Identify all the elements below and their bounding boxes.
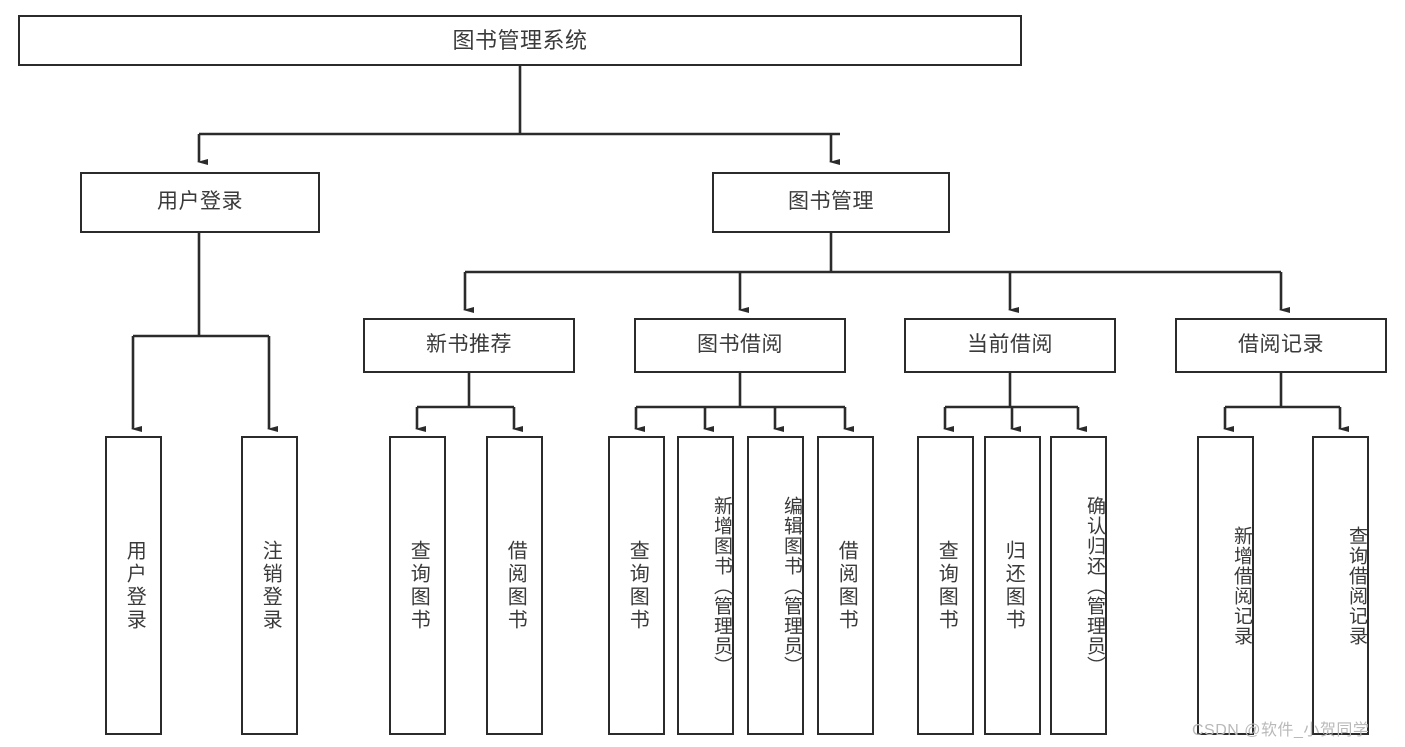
node-label: 查询借阅记录 <box>1346 525 1367 646</box>
node-label: 查询图书 <box>626 539 649 632</box>
leaf-borrow-books-recommendation[interactable]: 借阅图书 <box>486 436 543 735</box>
leaf-return-books[interactable]: 归还图书 <box>984 436 1041 735</box>
leaf-add-book-admin[interactable]: 新增图书（管理员） <box>677 436 734 735</box>
node-root-library-management-system[interactable]: 图书管理系统 <box>18 15 1022 66</box>
leaf-confirm-return-admin[interactable]: 确认归还（管理员） <box>1050 436 1107 735</box>
node-label: 图书管理 <box>788 190 874 214</box>
node-book-borrowing[interactable]: 图书借阅 <box>634 318 846 373</box>
node-label: 用户登录 <box>123 539 146 632</box>
node-label: 借阅记录 <box>1238 333 1324 357</box>
leaf-borrow-books-borrowing[interactable]: 借阅图书 <box>817 436 874 735</box>
node-label: 新书推荐 <box>426 333 512 357</box>
node-label: 新增借阅记录 <box>1231 525 1252 646</box>
watermark-credit: CSDN @软件_小贺同学 <box>1192 722 1370 739</box>
node-label: 编辑图书（管理员） <box>781 495 802 676</box>
node-new-book-recommendation[interactable]: 新书推荐 <box>363 318 575 373</box>
node-label: 注销登录 <box>259 539 282 632</box>
node-label: 归还图书 <box>1002 539 1025 632</box>
leaf-edit-book-admin[interactable]: 编辑图书（管理员） <box>747 436 804 735</box>
node-label: 图书借阅 <box>697 333 783 357</box>
node-label: 当前借阅 <box>967 333 1053 357</box>
node-label: 新增图书（管理员） <box>711 495 732 676</box>
node-book-management[interactable]: 图书管理 <box>712 172 950 233</box>
node-label: 查询图书 <box>935 539 958 632</box>
node-label: 查询图书 <box>407 539 430 632</box>
leaf-logout[interactable]: 注销登录 <box>241 436 298 735</box>
leaf-add-borrow-record[interactable]: 新增借阅记录 <box>1197 436 1254 735</box>
node-label: 确认归还（管理员） <box>1084 495 1105 676</box>
leaf-query-books-recommendation[interactable]: 查询图书 <box>389 436 446 735</box>
node-label: 用户登录 <box>157 190 243 214</box>
leaf-query-borrow-record[interactable]: 查询借阅记录 <box>1312 436 1369 735</box>
node-label: 借阅图书 <box>504 539 527 632</box>
node-borrowing-records[interactable]: 借阅记录 <box>1175 318 1387 373</box>
node-label: 图书管理系统 <box>452 27 588 53</box>
leaf-query-books-current[interactable]: 查询图书 <box>917 436 974 735</box>
leaf-user-login[interactable]: 用户登录 <box>105 436 162 735</box>
node-user-login[interactable]: 用户登录 <box>80 172 320 233</box>
node-label: 借阅图书 <box>835 539 858 632</box>
node-current-borrowing[interactable]: 当前借阅 <box>904 318 1116 373</box>
leaf-query-books-borrowing[interactable]: 查询图书 <box>608 436 665 735</box>
